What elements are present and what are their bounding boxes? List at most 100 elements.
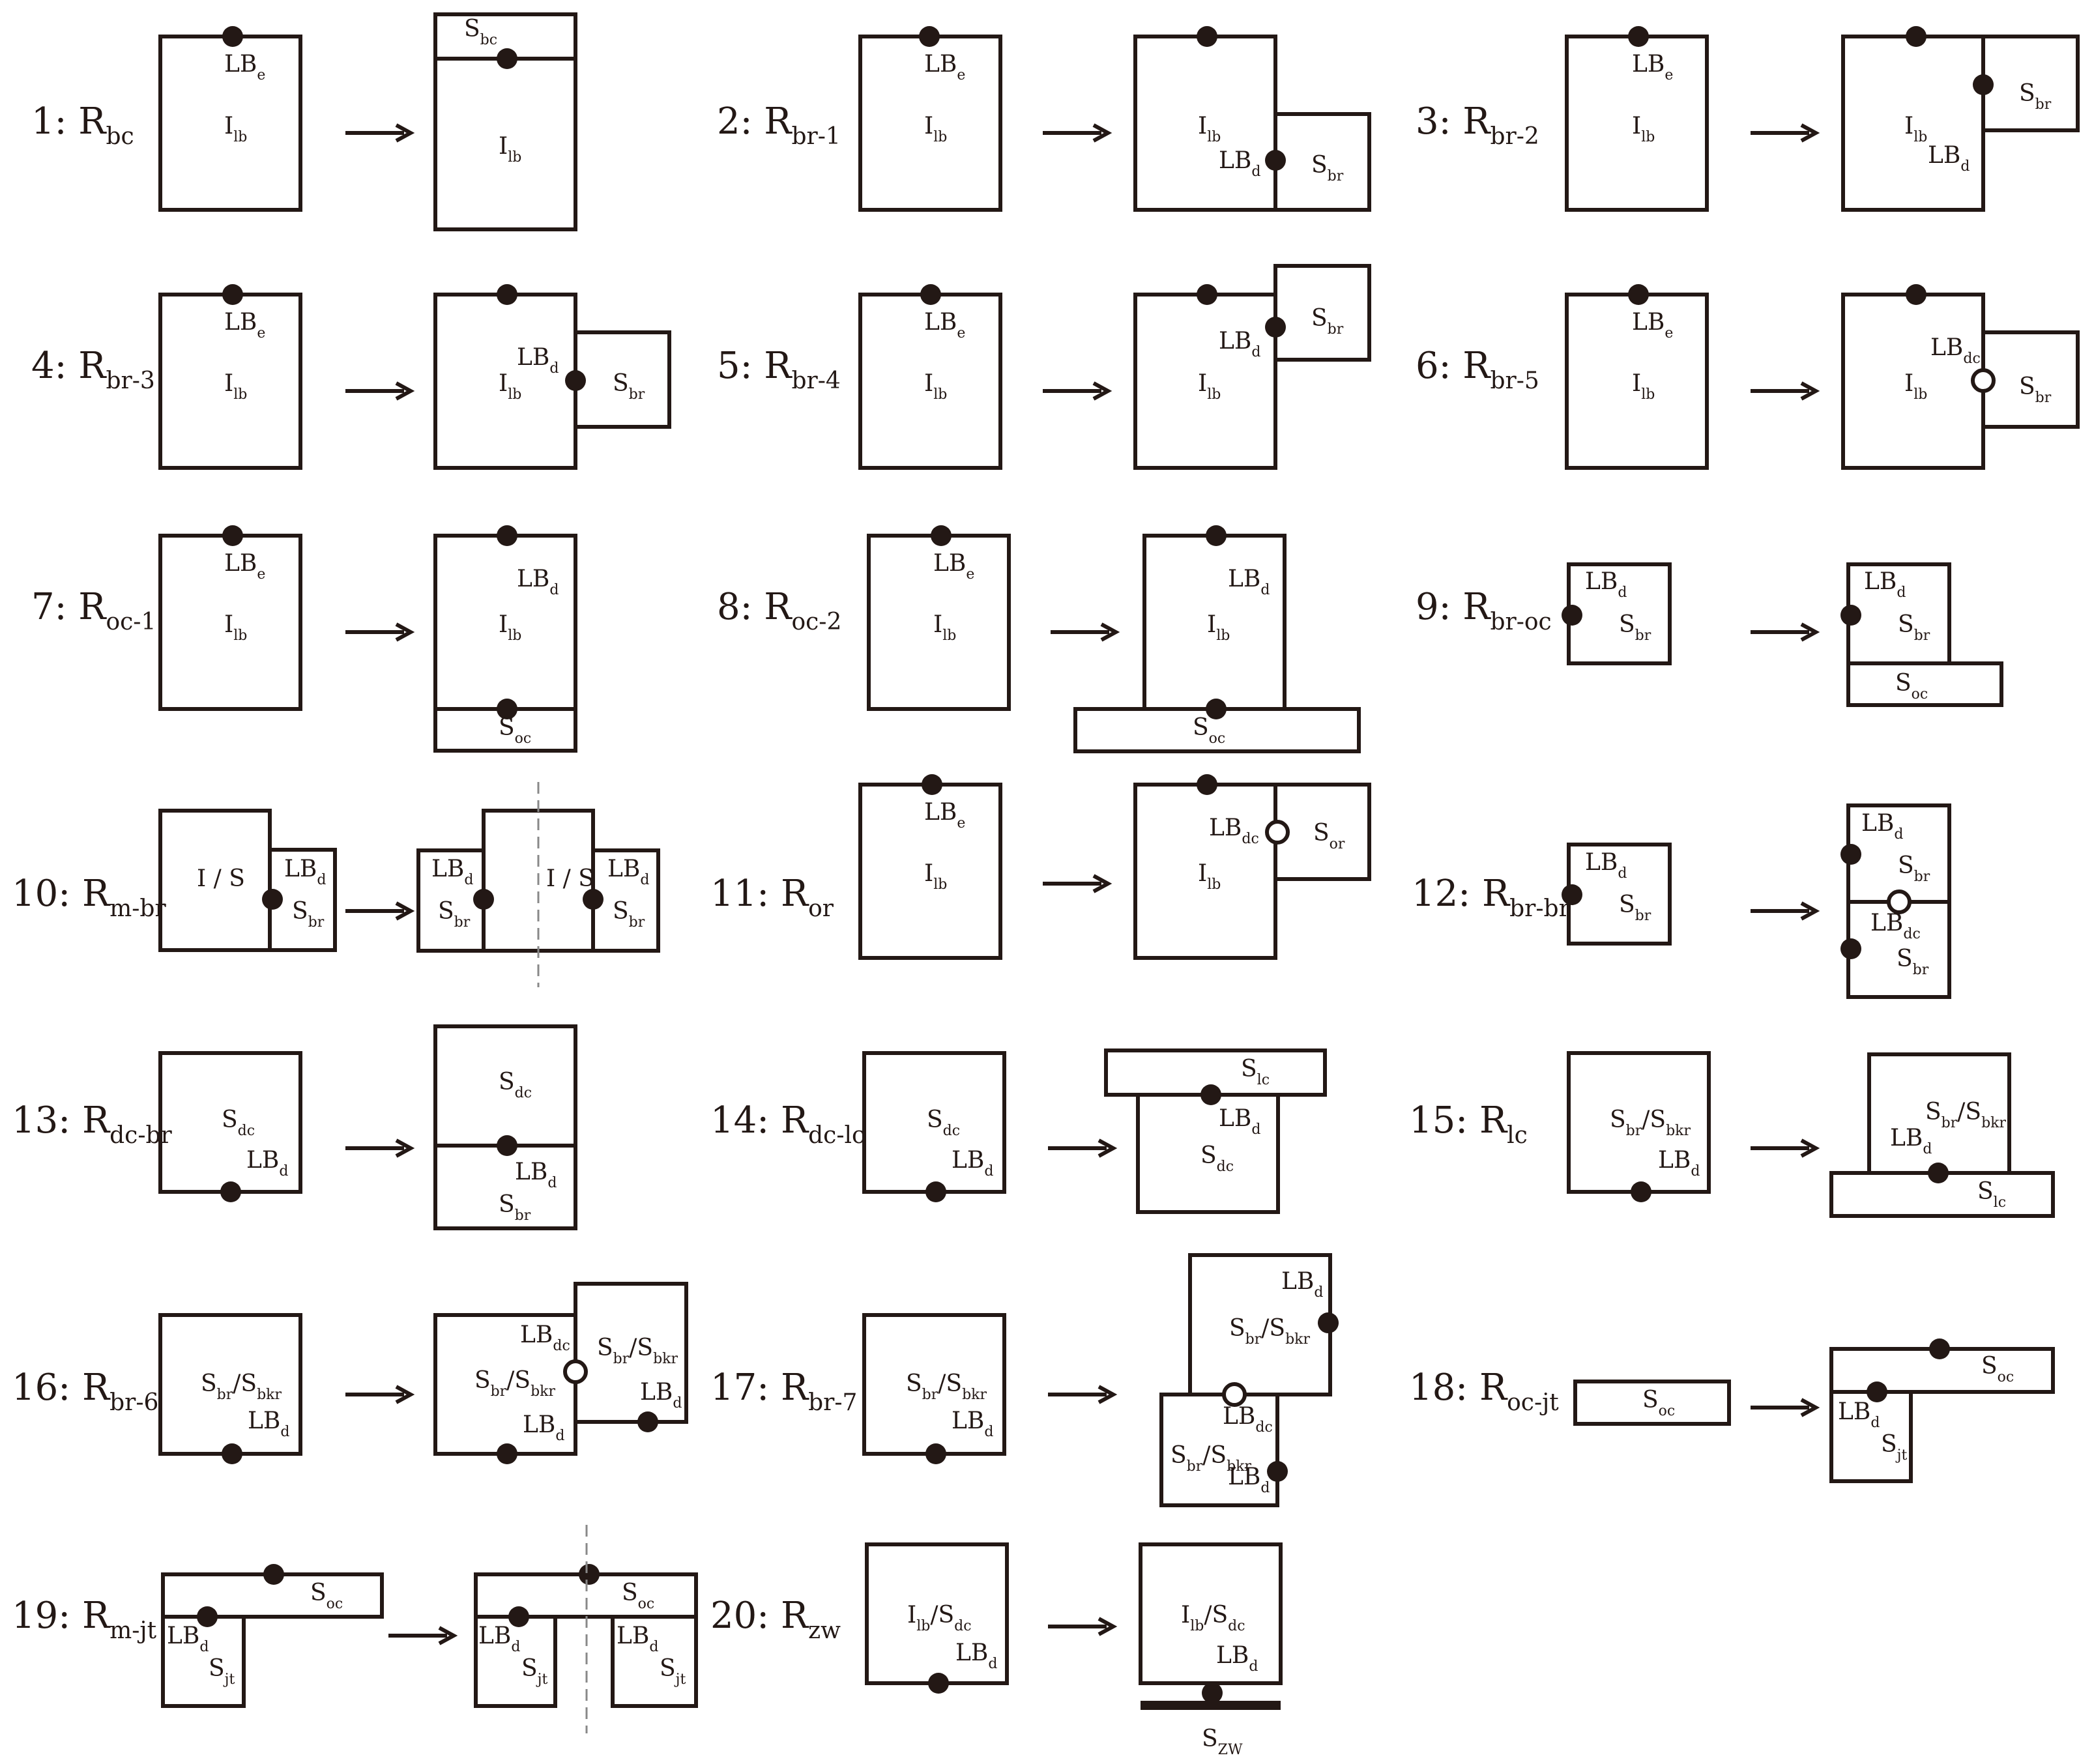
label-Soc: Soc [499,714,531,747]
transform-arrow-head [395,123,415,143]
connection-dot [928,1673,949,1694]
label-LBd: LBd [1864,568,1906,601]
connection-dot [931,525,952,546]
label-Soc: Soc [622,1580,654,1612]
label-LBe: LBe [1632,309,1673,341]
label-LBd: LBd [1219,147,1260,180]
label-LBdc: LBdc [1870,910,1921,942]
label-Ilb: Ilb [224,611,247,644]
transform-arrow-head [1100,622,1120,642]
connection-dot [1197,26,1217,47]
label-Ilb: Ilb [1198,370,1221,403]
connection-dot [925,1181,946,1202]
rule-label-8: 8: Roc-2 [717,586,841,635]
label-LBd: LBd [1585,849,1627,882]
transform-arrow-head [1092,874,1112,893]
rule-label-7: 7: Roc-1 [31,586,156,635]
transform-arrow-head [1800,1398,1820,1417]
label-LBe: LBe [224,550,265,583]
connection-dot [1197,284,1217,305]
rule-label-14: 14: Rdc-lc [710,1099,865,1149]
label-LBd: LBd [955,1640,997,1672]
label-LBd: LBd [640,1379,682,1411]
label-LBd: LBd [617,1623,658,1655]
label-Sbr: Sbr [499,1191,531,1224]
label-Sjt: Sjt [209,1655,235,1688]
label-Slc: Slc [1977,1178,2006,1211]
connection-dot [637,1411,658,1432]
label-LBd: LBd [952,1408,993,1440]
transform-arrow-head [438,1626,458,1645]
label-LBdc: LBdc [1223,1403,1273,1436]
label-LBd: LBd [1228,566,1270,598]
connection-dot [222,525,243,546]
label-Ilb: Ilb [924,370,947,403]
label-SbrSbkr: Sbr/Sbkr [474,1367,555,1400]
label-LBd: LBd [607,856,649,888]
label-SbrSbkr: Sbr/Sbkr [1229,1315,1310,1348]
label-Soc: Soc [1642,1387,1675,1419]
label-Ilb: Ilb [499,133,521,166]
connection-dot [497,48,517,69]
label-LBd: LBd [523,1411,564,1444]
label-LBd: LBd [1585,568,1627,601]
transform-arrow-head [395,901,415,921]
connection-dot [1197,774,1217,795]
connection-dot [222,26,243,47]
rule-label-10: 10: Rm-br [12,873,166,922]
label-LBd: LBd [431,856,473,888]
label-LBe: LBe [224,51,265,83]
transform-arrow-head [1800,622,1820,642]
label-SbrSbkr: Sbr/Sbkr [201,1370,282,1403]
connection-dot [1562,605,1582,626]
label-IS: I / S [197,865,245,892]
rule-label-9: 9: Rbr-oc [1416,586,1552,635]
label-Ilb: Ilb [1904,370,1927,403]
transform-arrow-head [1098,1385,1118,1404]
connection-dot [220,1181,241,1202]
connection-dot [1928,1163,1949,1183]
connection-dot [1631,1181,1651,1202]
label-Sjt: Sjt [660,1655,686,1688]
label-LBd: LBd [1838,1398,1880,1431]
label-Sbr: Sbr [438,898,471,931]
region-box [1573,1380,1731,1426]
label-Szw: SZW [1202,1726,1243,1758]
region-box [574,1282,688,1424]
connection-dot [922,774,942,795]
label-LBd: LBd [1228,1464,1270,1496]
transform-arrow-head [1098,1617,1118,1636]
label-Soc: Soc [1193,714,1225,747]
region-box [1273,264,1371,362]
label-LBd: LBd [478,1623,520,1655]
region-box [1159,1393,1279,1507]
label-LBd: LBd [1928,142,1970,175]
rule-label-19: 19: Rm-jt [12,1595,157,1644]
label-Sbr: Sbr [1897,946,1929,978]
connection-dot [508,1606,529,1627]
label-LBd: LBd [246,1147,288,1179]
region-box [433,12,577,231]
connection-dot [1906,26,1927,47]
rule-label-17: 17: Rbr-7 [710,1366,857,1416]
connection-dot [1628,26,1649,47]
label-Soc: Soc [1981,1353,2014,1385]
label-Sbc: Sbc [464,16,497,48]
label-LBd: LBd [167,1623,209,1655]
open-connection-dot [1887,889,1912,914]
transform-arrow-head [1092,381,1112,401]
label-Ilb: Ilb [1632,113,1655,145]
label-Sbr: Sbr [1619,891,1651,924]
rule-label-5: 5: Rbr-4 [717,345,841,394]
label-Sjt: Sjt [521,1655,547,1688]
transform-arrow-head [1092,123,1112,143]
connection-dot [1906,284,1927,305]
connection-dot [497,1443,517,1464]
connection-dot [565,370,586,391]
label-IlbSdc: Ilb/Sdc [907,1602,972,1634]
label-Slc: Slc [1241,1056,1270,1088]
connection-dot [263,1564,284,1585]
label-Sbr: Sbr [2019,373,2052,406]
rule-label-1: 1: Rbc [31,100,134,150]
